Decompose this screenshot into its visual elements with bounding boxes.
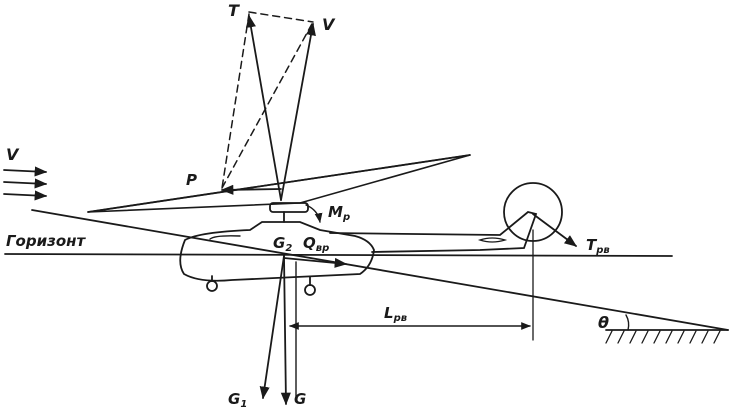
flow-arrow-1 xyxy=(3,166,48,177)
flight-path-line xyxy=(31,209,729,331)
gravity-vector-G1 xyxy=(259,255,285,400)
gravity-vector-G xyxy=(280,255,291,406)
label-V-top: V xyxy=(322,15,336,34)
label-P: P xyxy=(186,171,197,189)
tail-boom-detail xyxy=(477,237,508,243)
ground-hatching xyxy=(605,330,721,344)
label-Mp: Mр xyxy=(328,203,350,223)
label-V-flow: V xyxy=(6,145,20,164)
label-theta: θ xyxy=(598,313,609,332)
drag-vector-Q xyxy=(283,257,348,268)
main-wheel xyxy=(304,284,316,296)
label-Trv: Tрв xyxy=(586,236,610,256)
flow-arrow-2 xyxy=(3,178,48,189)
dashed-top-edge xyxy=(248,11,314,23)
fuselage-body xyxy=(179,221,375,282)
tail-thrust-vector xyxy=(532,213,578,247)
label-G: G xyxy=(294,390,306,408)
label-horizon: Горизонт xyxy=(6,232,86,250)
rotor-hub xyxy=(269,202,309,213)
nose-wheel xyxy=(206,280,218,292)
horizon-line xyxy=(4,253,673,257)
label-Q: Qвр xyxy=(303,234,329,254)
label-Lrv: Lрв xyxy=(384,304,407,324)
label-G1: G1 xyxy=(228,390,247,410)
flow-arrow-3 xyxy=(3,190,48,201)
label-G2: G2 xyxy=(273,234,292,254)
force-vector-P xyxy=(220,184,282,195)
moment-arc-Mp xyxy=(305,204,323,223)
velocity-vector-V xyxy=(280,22,316,201)
dashed-left-edge xyxy=(221,13,250,189)
theta-angle-arc xyxy=(625,314,630,331)
label-T: T xyxy=(228,1,240,20)
tail-boom xyxy=(329,211,538,253)
dashed-diagonal xyxy=(221,21,314,189)
thrust-vector-T xyxy=(245,14,282,201)
cockpit-window xyxy=(209,235,241,240)
